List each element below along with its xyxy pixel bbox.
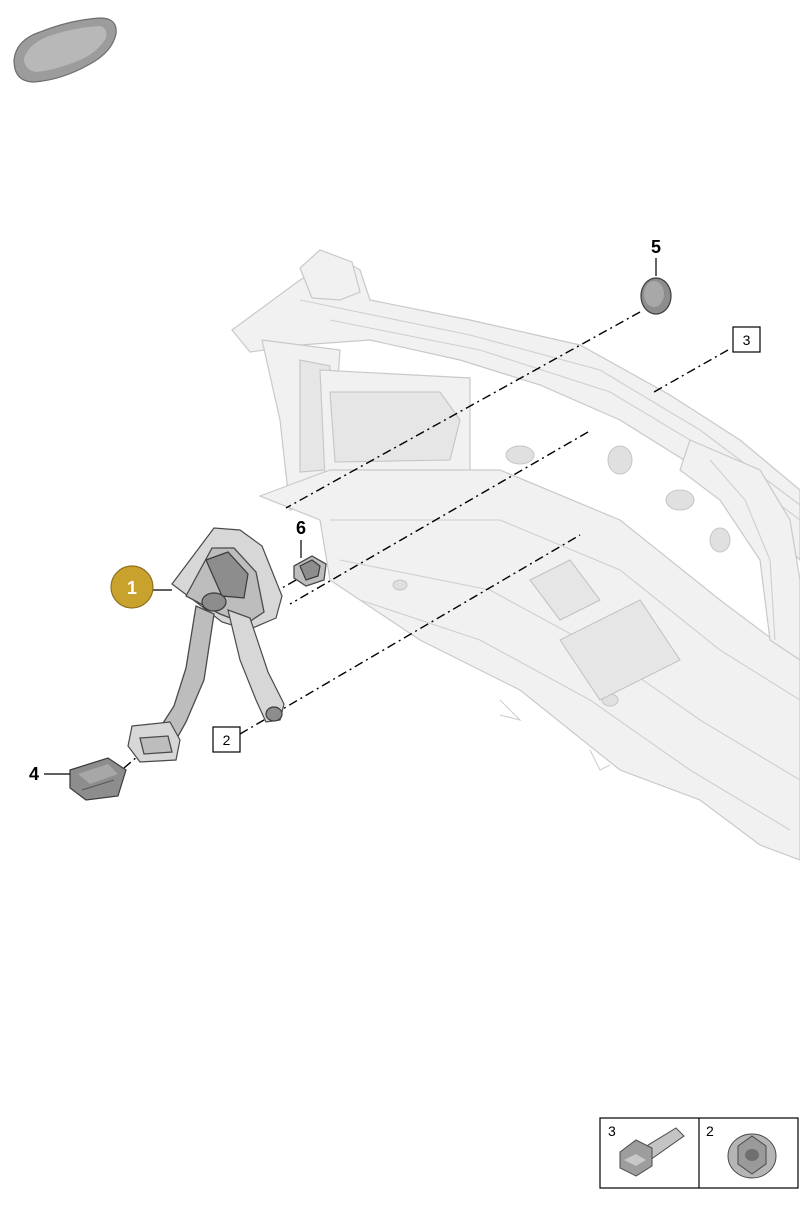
callout-5[interactable]: 5: [651, 237, 661, 276]
grommet-plug[interactable]: [640, 277, 672, 315]
leader-3: [653, 349, 729, 393]
callout-6-label: 6: [296, 518, 306, 538]
callout-1[interactable]: 1: [110, 565, 172, 609]
legend-item-nut[interactable]: 2: [706, 1123, 777, 1179]
bolt-icon: [619, 1127, 685, 1177]
leader-2: [239, 534, 581, 735]
leader-4: [123, 743, 153, 769]
legend-item-bolt[interactable]: 3: [608, 1123, 685, 1177]
flange-nut-icon: [727, 1133, 777, 1179]
callout-6[interactable]: 6: [296, 518, 306, 558]
clip-part[interactable]: [293, 555, 327, 587]
reference-box-3-label: 3: [743, 332, 751, 348]
leader-5: [285, 311, 641, 509]
callout-4[interactable]: 4: [29, 764, 70, 784]
legend-item-bolt-number: 3: [608, 1123, 616, 1139]
brake-pedal-assembly[interactable]: [127, 527, 285, 763]
reference-box-2-label: 2: [223, 732, 231, 748]
leader-lines: [123, 311, 729, 769]
callout-1-label: 1: [127, 578, 137, 598]
callout-4-label: 4: [29, 764, 39, 784]
legend-item-nut-number: 2: [706, 1123, 714, 1139]
leader-6: [281, 579, 297, 589]
fastener-legend: 3 2: [599, 1117, 799, 1189]
reference-box-2[interactable]: 2: [212, 726, 241, 753]
pedal-pad-rubber[interactable]: [69, 757, 127, 801]
leader-3-lower: [289, 431, 589, 605]
callout-5-label: 5: [651, 237, 661, 257]
body-structure-ghost: [231, 249, 800, 861]
reference-box-3[interactable]: 3: [732, 326, 761, 353]
car-silhouette-icon[interactable]: [13, 17, 117, 83]
